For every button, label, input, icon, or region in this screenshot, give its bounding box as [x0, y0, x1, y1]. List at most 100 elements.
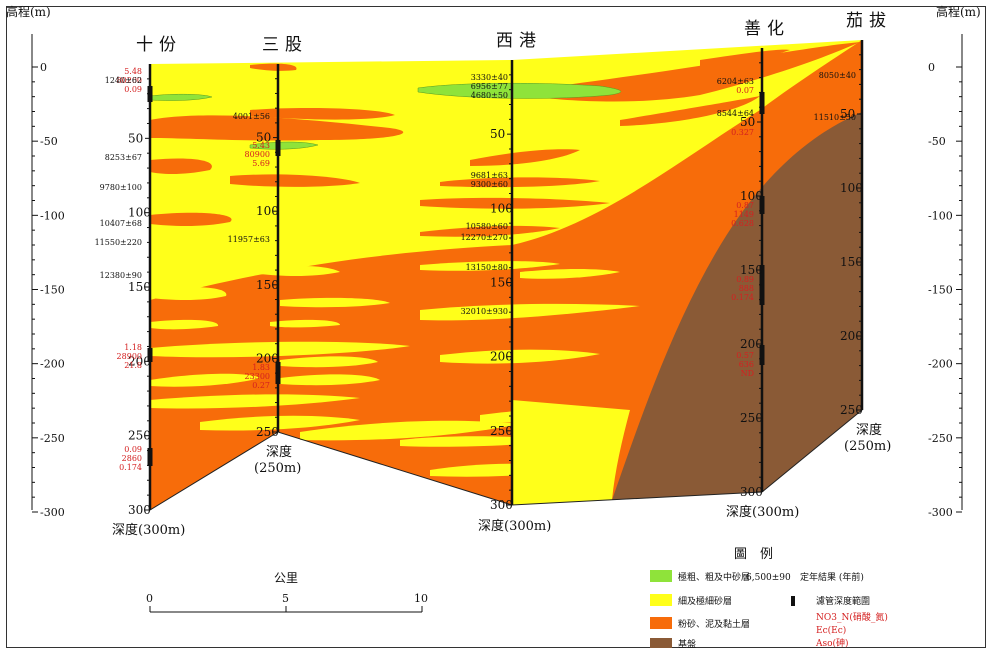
left-axis-tick-label: -250	[40, 432, 65, 445]
chem-value: 0.174	[731, 293, 754, 302]
well-depth-tick-label: 250	[128, 429, 151, 443]
chem-value: 0.07	[736, 86, 754, 95]
chem-value: 0.27	[252, 381, 270, 390]
legend-red-ec: Ec(Ec)	[816, 625, 846, 636]
well-depth-tick-label: 200	[740, 337, 763, 351]
well-name-xigang: 西港	[496, 31, 542, 51]
well-depth-tick-label: 50	[740, 115, 755, 129]
chem-value: 0.89	[736, 275, 754, 284]
well-depth-tick-label: 150	[128, 280, 151, 294]
well-depth-ticks: 50 100 150 200 250 300 50 100 150 200 250 50 100 150 2…	[128, 54, 863, 517]
right-axis: 0-50-100-150-200-250-300	[928, 34, 963, 519]
depth-label-sangu-2: (250m)	[254, 461, 301, 476]
well-depth-tick-label: 300	[128, 503, 151, 517]
age-value: 9300±60	[471, 180, 508, 189]
right-axis-tick-label: -150	[928, 284, 953, 297]
age-value: 6956±77	[471, 82, 508, 91]
depth-label-xigang: 深度(300m)	[478, 518, 551, 534]
left-axis-tick-label: -150	[40, 284, 65, 297]
chem-value: 0.57	[736, 351, 754, 360]
legend-label-bedrock: 基盤	[678, 638, 696, 650]
chem-value: 5.69	[252, 159, 270, 168]
scale-label-0: 0	[146, 592, 153, 605]
legend-swatch-bedrock	[650, 638, 672, 648]
legend-red-arsenic: Aso(砷)	[815, 638, 849, 649]
well-depth-tick-label: 150	[740, 263, 763, 277]
figure-frame	[6, 6, 986, 648]
well-depth-tick-label: 250	[740, 411, 763, 425]
chem-value: 1.83	[252, 363, 270, 372]
age-value: 1240±62	[105, 76, 142, 85]
scale-label-10: 10	[414, 592, 428, 605]
chem-value: 1.18	[124, 343, 142, 352]
scale-title: 公里	[274, 571, 298, 585]
age-value: 11957±63	[228, 235, 270, 244]
bedrock-region	[612, 112, 862, 500]
chem-value: 0.628	[731, 219, 754, 228]
legend-screen-text: 濾管深度範圍	[816, 595, 870, 607]
well-depth-tick-label: 50	[128, 131, 143, 145]
age-value: 10580±60	[466, 222, 508, 231]
scale-bar: 公里 0 5 10	[146, 571, 428, 613]
coarse-sand-lenses	[149, 82, 622, 150]
right-axis-tick-label: -100	[928, 209, 953, 222]
right-axis-tick-label: -250	[928, 432, 953, 445]
left-axis-tick-label: -300	[40, 506, 65, 519]
age-value: 9681±63	[471, 171, 508, 180]
chem-value: 0.174	[119, 463, 142, 472]
legend-label-coarse: 極粗、粗及中砂層	[678, 571, 750, 583]
depth-label-qieba-2: (250m)	[844, 439, 891, 454]
scale-label-5: 5	[282, 592, 289, 605]
well-name-qieba: 茄拔	[846, 11, 892, 31]
legend-title: 圖 例	[734, 547, 773, 562]
age-value: 32010±930	[461, 307, 508, 316]
chem-value: 23300	[245, 372, 270, 381]
well-depth-tick-label: 100	[840, 181, 863, 195]
well-depth-tick-label: 300	[740, 485, 763, 499]
legend-label-fine: 細及極細砂層	[678, 595, 732, 607]
depth-label-shanhua: 深度(300m)	[726, 504, 799, 520]
left-axis-tick-label: -200	[40, 358, 65, 371]
depth-label-qieba: 深度	[856, 422, 882, 438]
chem-value: 888	[739, 284, 754, 293]
legend-swatch-coarse	[650, 570, 672, 582]
well-depth-tick-label: 100	[490, 201, 513, 215]
legend-label-silt: 粉砂、泥及黏土層	[678, 618, 750, 630]
well-depth-tick-label: 150	[256, 278, 279, 292]
depth-label-shifen: 深度(300m)	[112, 522, 185, 538]
age-value: 4680±50	[471, 91, 508, 100]
silt-clay-lenses	[150, 42, 860, 237]
age-value: 8050±40	[819, 71, 856, 80]
fine-sand-lenses	[150, 261, 640, 505]
age-value: 12270±270	[461, 233, 508, 242]
right-axis-title: 高程(m)	[936, 4, 981, 19]
age-value: 11550±220	[95, 238, 142, 247]
well-name-sangu: 三股	[262, 35, 308, 55]
right-axis-tick-label: -50	[928, 135, 946, 148]
well-depth-tick-label: 200	[256, 351, 279, 365]
well-depth-tick-label: 250	[490, 424, 513, 438]
age-value: 4001±56	[233, 112, 270, 121]
age-value: 6204±63	[717, 77, 754, 86]
well-depth-tick-label: 50	[840, 107, 855, 121]
left-axis-tick-label: -50	[40, 135, 58, 148]
well-depth-tick-label: 50	[256, 131, 271, 145]
legend-age-sample: 6,500±90	[746, 573, 791, 583]
age-value: 9780±100	[100, 183, 142, 192]
chem-value: 80200	[117, 76, 142, 85]
chem-value: 28900	[117, 352, 142, 361]
legend-screen-symbol	[791, 596, 795, 606]
age-value: 10407±68	[100, 219, 142, 228]
age-value: 12380±90	[100, 271, 142, 280]
legend: 圖 例 極粗、粗及中砂層 細及極細砂層 粉砂、泥及黏土層 基盤 6,500±90…	[650, 547, 888, 650]
chem-value: 636	[739, 360, 754, 369]
well-depth-tick-label: 150	[490, 276, 513, 290]
geology-body	[149, 40, 863, 511]
chem-value: 1149	[734, 210, 754, 219]
well-name-shanhua: 善化	[744, 19, 790, 39]
left-axis-tick-label: 0	[40, 61, 47, 74]
well-depth-tick-label: 150	[840, 255, 863, 269]
age-value: 8253±67	[105, 153, 142, 162]
well-depth-tick-label: 100	[128, 206, 151, 220]
well-depth-tick-label: 200	[840, 329, 863, 343]
